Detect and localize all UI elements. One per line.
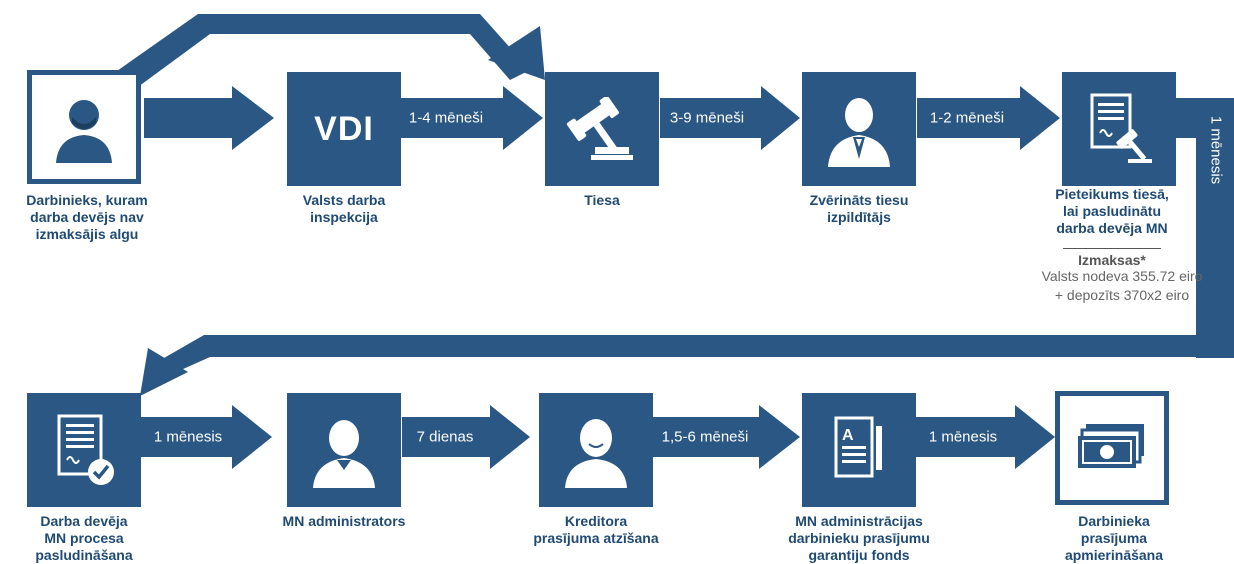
- wrap-connector: [157, 98, 1234, 378]
- wrap-vertical-band: [1196, 98, 1234, 358]
- arrow-declaration-admin: [141, 405, 272, 469]
- node-label-creditor: Kreditora prasījuma atzīšana: [533, 513, 659, 546]
- node-court: [545, 72, 659, 186]
- arrow-court-bailiff: [660, 86, 800, 150]
- vdi-logo-text: VDI: [314, 109, 374, 148]
- worker-avatar-icon: [56, 100, 112, 163]
- form-document-icon: A: [834, 416, 882, 478]
- bypass-arrow-head: [488, 26, 545, 80]
- banknotes-icon: [1078, 424, 1144, 468]
- bypass-arrow-employee-court: [107, 14, 530, 98]
- node-label-application: Pieteikums tiesā, lai pasludinātu darba …: [1055, 186, 1169, 236]
- duration-label: 1 mēnesis: [928, 428, 998, 446]
- node-label-bailiff: Zvērināts tiesu izpildītājs: [809, 192, 909, 225]
- node-fund: A: [802, 393, 916, 507]
- administrator-person-icon: [313, 420, 375, 488]
- arrow-creditor-fund: [653, 405, 800, 469]
- node-label-declaration: Darba devēja MN procesa pasludināšana: [35, 513, 133, 563]
- duration-label: 3-9 mēneši: [669, 109, 745, 127]
- gavel-icon: [566, 97, 633, 160]
- duration-label: 1-2 mēneši: [929, 109, 1005, 127]
- node-label-vdi: Valsts darba inspekcija: [302, 192, 386, 225]
- smiling-person-icon: [565, 419, 627, 488]
- arrow-vdi-court: [401, 86, 543, 150]
- node-label-administrator: MN administrators: [282, 513, 406, 529]
- document-check-icon: [57, 414, 114, 485]
- costs-title: Izmaksas*: [1063, 248, 1161, 268]
- arrow-employee-vdi: [144, 86, 274, 150]
- duration-label: 1 mēnesis: [1207, 115, 1225, 185]
- node-satisfaction: [1055, 391, 1169, 505]
- node-employee: [27, 70, 141, 184]
- node-creditor: [539, 393, 653, 507]
- arrow-admin-creditor: [402, 405, 530, 469]
- costs-line-deposit: + depozīts 370x2 eiro: [1054, 287, 1190, 303]
- node-bailiff: [802, 72, 916, 186]
- node-vdi: VDI: [287, 72, 401, 186]
- arrow-fund-satisfaction: [916, 405, 1055, 469]
- node-label-fund: MN administrācijas darbinieku prasījumu …: [788, 513, 930, 563]
- node-declaration: [27, 393, 141, 507]
- document-gavel-icon: [1090, 93, 1152, 163]
- node-label-employee: Darbinieks, kuram darba devējs nav izmak…: [26, 192, 148, 242]
- svg-text:A: A: [842, 427, 854, 444]
- node-label-court: Tiesa: [584, 192, 620, 208]
- duration-label: 1-4 mēneši: [408, 109, 484, 127]
- costs-line-fee: Valsts nodeva 355.72 eiro: [1041, 268, 1203, 284]
- node-administrator: [287, 393, 401, 507]
- node-application: [1062, 72, 1176, 186]
- arrow-bailiff-application: [917, 86, 1060, 150]
- bailiff-person-icon: [828, 98, 890, 167]
- wrap-arrow-head: [140, 348, 188, 396]
- duration-label: 1 mēnesis: [153, 428, 223, 446]
- node-label-satisfaction: Darbinieka prasījuma apmierināšana: [1064, 513, 1164, 563]
- duration-label: 1,5-6 mēneši: [661, 428, 749, 446]
- duration-label: 7 dienas: [416, 428, 474, 446]
